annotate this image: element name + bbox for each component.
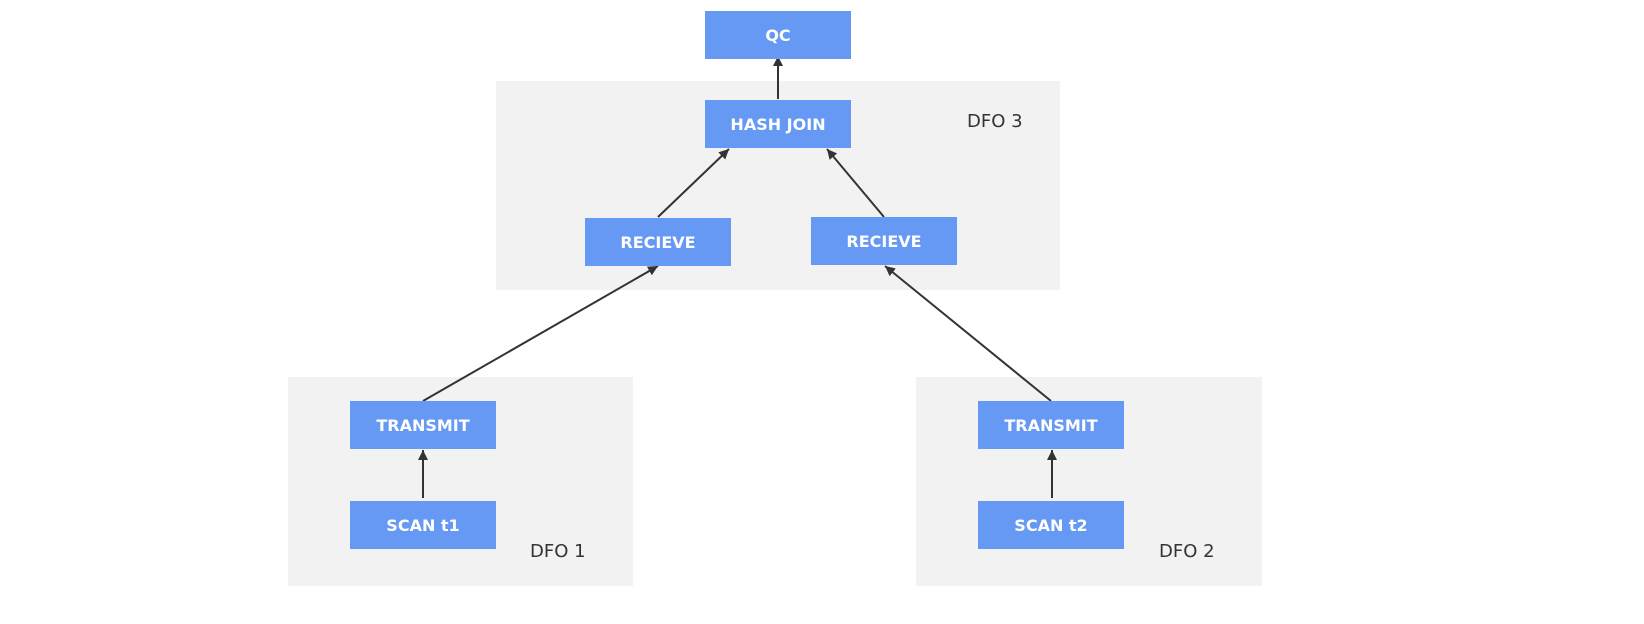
dfo-2-label: DFO 2 bbox=[1159, 541, 1215, 562]
transmit-left-node: TRANSMIT bbox=[350, 401, 496, 449]
recieve-left-node: RECIEVE bbox=[585, 218, 731, 266]
dfo-3-label: DFO 3 bbox=[967, 111, 1023, 132]
qc-node: QC bbox=[705, 11, 851, 59]
hash-join-node: HASH JOIN bbox=[705, 100, 851, 148]
transmit-right-node: TRANSMIT bbox=[978, 401, 1124, 449]
recieve-right-node: RECIEVE bbox=[811, 217, 957, 265]
scan-t1-node: SCAN t1 bbox=[350, 501, 496, 549]
dfo-1-label: DFO 1 bbox=[530, 541, 586, 562]
scan-t2-node: SCAN t2 bbox=[978, 501, 1124, 549]
